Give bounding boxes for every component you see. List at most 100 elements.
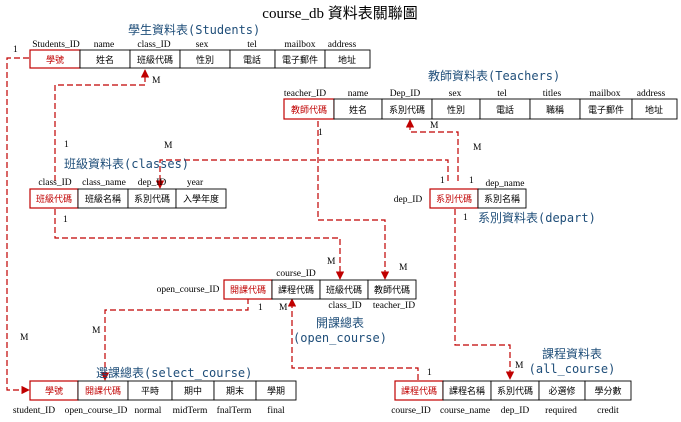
select-course-table-label: 選課總表(select_course) [96,365,252,380]
students-cell: 姓名 [96,54,114,65]
teachers-cell: 職稱 [546,105,564,115]
depart-cell: 系別名稱 [484,193,520,204]
cardinality-many: M [399,263,408,273]
all-course-cell: 學分數 [594,385,621,396]
students-col-label: class_ID [137,40,170,50]
classes-col-label: class_name [82,178,126,188]
teachers-table: teacher_ID name Dep_ID sex tel titles ma… [283,89,678,120]
classes-table: class_ID class_name dep_ID year 班級代碼 班級名… [29,178,227,209]
rel-depart-classes [155,159,449,189]
depart-table: dep_ID dep_name 系別代碼 系別名稱 [394,179,527,209]
all-course-cell: 系別代碼 [497,386,533,396]
depart-table-label: 系別資料表(depart) [478,211,596,225]
classes-col-label: year [187,178,204,188]
select-course-cell: 平時 [141,386,159,396]
rel-allcourse-open [287,298,419,380]
cardinality-many: M [92,326,101,336]
classes-col-label: dep_ID [138,178,167,188]
all-course-label: 課程資料表 [542,346,602,361]
students-cell: 電子郵件 [282,54,318,65]
select-course-col-label: midTerm [173,406,208,416]
cardinality-one: 1 [64,140,69,150]
students-col-label: mailbox [284,40,315,50]
teachers-col-label: Dep_ID [390,89,421,99]
diagram-title: course_db 資料表關聯圖 [262,5,417,22]
all-course-label-sub: (all_course) [529,362,616,376]
teachers-cell: 性別 [447,104,465,115]
classes-table-label: 班級資料表(classes) [64,157,189,171]
cardinality-many: M [164,141,173,151]
teachers-col-label: tel [497,89,507,99]
all-course-col-label: course_ID [391,406,431,416]
rel-classes-open [54,209,345,280]
classes-cell: 入學年度 [183,193,219,204]
all-course-col-label: dep_ID [501,406,530,416]
teachers-col-label: address [637,89,666,99]
open-course-table: open_course_ID course_ID class_ID teache… [157,269,417,311]
cardinality-many: M [515,361,524,371]
open-course-label-sub: (open_course) [293,331,387,345]
cardinality-many: M [279,303,288,313]
depart-col-label: dep_ID [394,195,423,205]
students-table-label: 學生資料表(Students) [128,23,260,37]
rel-depart-teachers [405,119,459,181]
teachers-col-label: name [348,89,369,99]
teachers-col-label: teacher_ID [284,89,326,99]
students-cell: 學號 [46,54,64,65]
all-course-col-label: credit [597,406,619,416]
select-course-col-label: final [267,405,285,416]
classes-cell: 班級名稱 [85,193,121,204]
cardinality-one: 1 [13,45,18,55]
students-cell: 電話 [243,54,261,65]
open-course-cell: 開課代碼 [230,284,266,295]
students-table: Students_ID name class_ID sex tel mailbo… [29,40,371,69]
teachers-col-label: titles [543,89,562,99]
rel-students-select [6,57,30,395]
select-course-cell: 期中 [184,385,202,396]
select-course-cell: 開課代碼 [85,385,121,396]
open-course-cell: 班級代碼 [326,284,362,295]
open-course-col-label: teacher_ID [373,301,415,311]
select-course-cell: 期末 [226,385,244,396]
teachers-cell: 姓名 [349,104,367,115]
cardinality-many: M [152,76,161,86]
cardinality-many: M [327,257,336,267]
select-course-cell: 學號 [45,385,63,396]
cardinality-many: M [473,143,482,153]
depart-col-label: dep_name [485,179,524,189]
select-course-col-label: fnalTerm [217,405,252,416]
all-course-col-label: course_name [440,406,490,416]
all-course-cell: 課程代碼 [401,385,437,396]
teachers-cell: 教師代碼 [291,104,327,115]
students-cell: 性別 [196,54,214,65]
cardinality-many: M [20,333,29,343]
students-col-label: tel [247,40,257,50]
teachers-col-label: mailbox [589,89,620,99]
teachers-cell: 系別代碼 [389,105,425,115]
students-col-label: Students_ID [32,40,80,50]
depart-cell: 系別代碼 [436,194,472,204]
all-course-table: 課程代碼 課程名稱 系別代碼 必選修 學分數 course_ID course_… [391,380,632,416]
students-cell: 班級代碼 [137,54,173,65]
open-course-label: 開課總表 [316,315,364,330]
all-course-cell: 課程名稱 [449,385,485,396]
select-course-col-label: student_ID [13,406,55,416]
students-col-label: name [94,40,115,50]
rel-open-select [100,298,249,381]
cardinality-one: 1 [463,213,468,223]
teachers-table-label: 教師資料表(Teachers) [428,68,560,83]
teachers-cell: 地址 [645,104,663,115]
classes-cell: 系別代碼 [134,194,170,204]
open-course-col-label: open_course_ID [157,285,220,295]
teachers-cell: 電子郵件 [588,104,624,115]
open-course-cell: 教師代碼 [374,284,410,295]
students-col-label: address [328,40,357,50]
all-course-cell: 必選修 [548,385,575,396]
rel-depart-allcourse [454,209,515,380]
open-course-col-label: course_ID [276,269,316,279]
rel-teachers-open [317,121,390,280]
students-col-label: sex [196,40,209,50]
open-course-col-label: class_ID [328,301,361,311]
